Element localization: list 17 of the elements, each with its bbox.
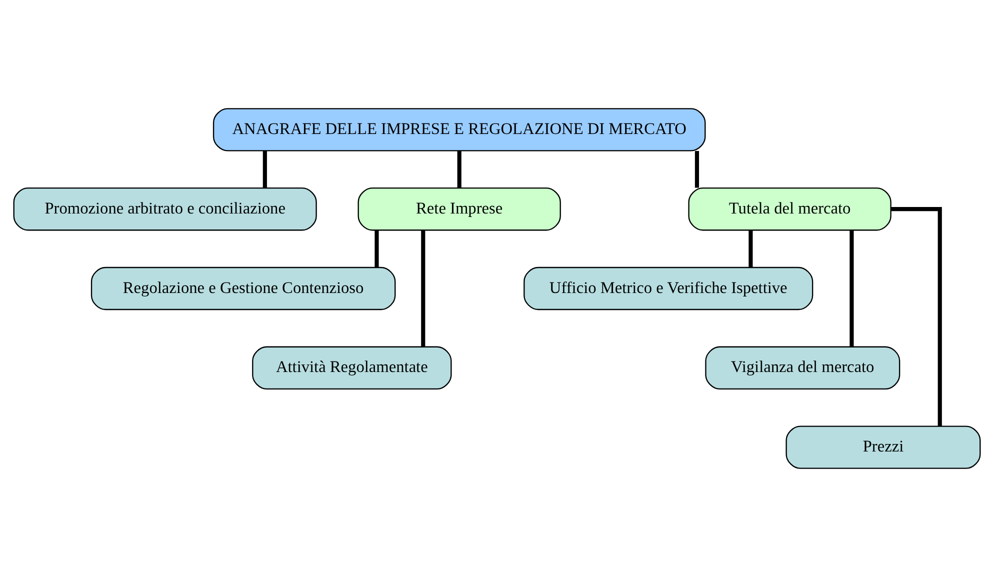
connector [374, 230, 379, 267]
connector [421, 230, 426, 346]
node-box: Prezzi [786, 425, 981, 468]
node-box: Rete Imprese [358, 186, 561, 230]
node-box: Attività Regolamentate [252, 346, 452, 389]
connector [748, 230, 753, 267]
connector [694, 150, 700, 188]
node-box: Regolazione e Gestione Contenzioso [90, 266, 396, 310]
node-box: Ufficio Metrico e Verifiche Ispettive [524, 266, 814, 310]
node-box: Promozione arbitrato e conciliazione [13, 186, 317, 230]
connector [457, 150, 462, 188]
node-box: Tutela del mercato [688, 186, 892, 230]
connector [262, 150, 267, 188]
node-box: Vigilanza del mercato [705, 346, 900, 389]
node-box: ANAGRAFE DELLE IMPRESE E REGOLAZIONE DI MERCATO [212, 108, 706, 151]
connector [891, 206, 942, 426]
connector [850, 230, 854, 346]
